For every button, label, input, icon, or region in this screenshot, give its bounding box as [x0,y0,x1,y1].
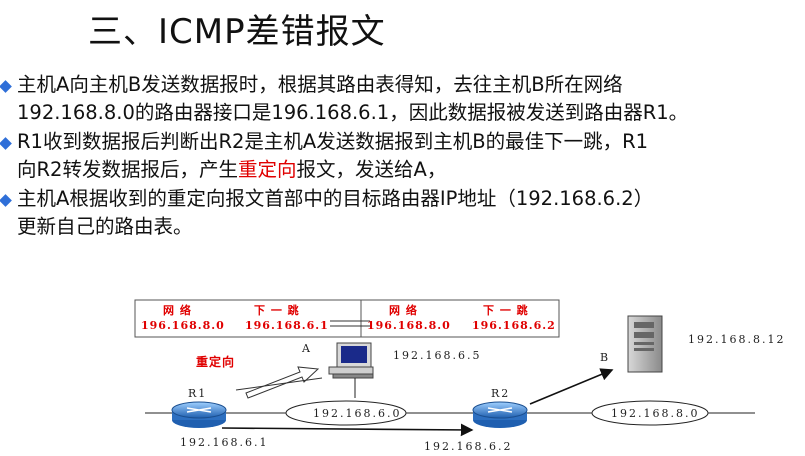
net1-label: 192.168.6.0 [313,407,401,420]
router-r1-icon [171,401,227,428]
net1-ellipse [285,400,407,426]
r2-label: R2 [491,387,510,400]
table1-col1-header: 网 络 [163,303,192,317]
table1-col2-header: 下 一 跳 [254,303,300,317]
bullet-3-line-1: 主机A根据收到的重定向报文首部中的目标路由器IP地址（192.168.6.2） [17,187,654,210]
redirect-arrow-icon [245,366,320,399]
forward-arrow-r2-b [529,368,614,405]
bullet-1-line-1: 主机A向主机B发送数据报时，根据其路由表得知，去往主机B所在网络 [17,73,623,96]
table2-col1-header: 网 络 [389,303,418,317]
host-a-computer-icon [328,342,374,379]
router-r2-icon [472,401,528,428]
host-b-ip: 192.168.8.12 [688,333,785,346]
redirect-label: 重定向 [196,354,235,369]
bullet-2-text-a: 向R2转发数据报后，产生 [17,158,238,181]
bullet-2-line-1: R1收到数据报后判断出R2是主机A发送数据报到主机B的最佳下一跳，R1 [17,130,649,153]
r1-label: R1 [188,387,207,400]
host-a-label: A [301,342,312,355]
bullet-1-line-2: 192.168.8.0的路由器接口是196.168.6.1，因此数据报被发送到路… [17,101,689,124]
net2-ellipse [591,400,709,426]
forward-arrow-r1-r2 [221,423,474,437]
r1-ip: 192.168.6.1 [180,436,268,449]
table2-col1-value: 196.168.8.0 [367,319,451,332]
table1-col1-value: 196.168.8.0 [141,319,225,332]
host-b-label: B [600,351,610,364]
host-a-ip: 192.168.6.5 [393,349,481,362]
bullet-3-line-2: 更新自己的路由表。 [17,215,193,238]
bullet-2-line-2: 向R2转发数据报后，产生重定向报文，发送给A， [17,157,446,183]
table2-col2-header: 下 一 跳 [483,303,529,317]
host-b-server-icon [627,315,663,373]
routing-table-2 [360,299,560,338]
r2-ip: 192.168.6.2 [424,440,512,453]
table2-col2-value: 196.168.6.2 [472,319,556,332]
table1-col2-value: 196.168.6.1 [245,319,329,332]
page-title: 三、ICMP差错报文 [88,12,386,52]
net2-label: 192.168.8.0 [611,407,699,420]
bullet-2-text-b: 报文，发送给A， [296,158,447,181]
redirect-highlight: 重定向 [237,158,297,181]
